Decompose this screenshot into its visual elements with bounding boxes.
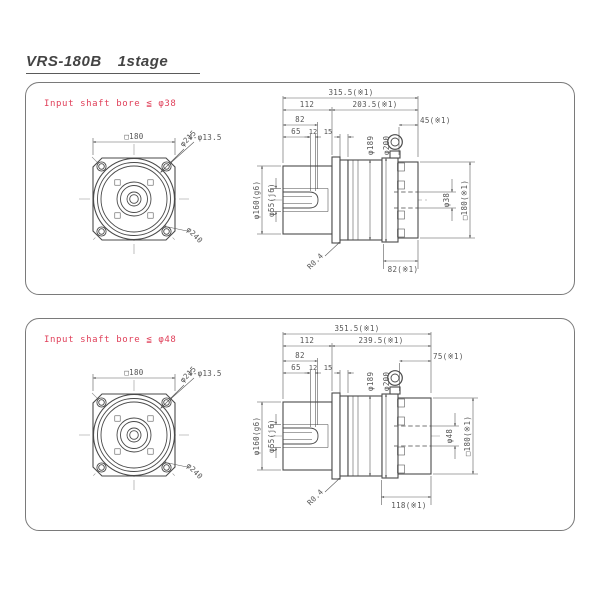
- side-view-1: 315.5(※1) 112 203.5(※1) 82 45(※1) 65 12 …: [252, 88, 475, 274]
- drawing-title: VRS-180B 1stage: [26, 53, 200, 74]
- dim-dia189: φ189: [366, 372, 375, 391]
- dim-12: 12: [309, 128, 317, 136]
- dim-bottom: 118(※1): [391, 501, 426, 510]
- dim-bottom: 82(※1): [388, 265, 419, 274]
- panel-1stage-bore38: Input shaft bore ≦ φ38: [25, 82, 575, 295]
- dim-82: 82: [295, 115, 305, 124]
- output-flange-tabs: [397, 398, 405, 474]
- model-name: VRS-180B: [26, 53, 102, 70]
- input-bore-note-1: Input shaft bore ≦ φ38: [44, 99, 176, 109]
- dim-dia55: φ55(j6): [267, 419, 276, 453]
- dim-112: 112: [300, 100, 314, 109]
- fillet-note: R0.4: [305, 251, 325, 271]
- dim-dia55: φ55(j6): [267, 183, 276, 217]
- dim-15: 15: [324, 128, 332, 136]
- dim-right-len: 203.5(※1): [352, 100, 397, 109]
- stage-label: 1stage: [117, 53, 169, 70]
- dim-65: 65: [291, 127, 301, 136]
- dim-dia189: φ189: [366, 136, 375, 155]
- input-bore-note-2: Input shaft bore ≦ φ48: [44, 335, 176, 345]
- dim-bore: φ48: [445, 429, 454, 444]
- drawing-2: Input shaft bore ≦ φ48: [44, 324, 478, 510]
- eyebolt: [387, 370, 403, 395]
- dim-flange-sq: □180(※1): [463, 416, 472, 456]
- dim-flange-sq: □180(※1): [460, 180, 469, 220]
- side-view-2: 351.5(※1) 112 239.5(※1) 82 75(※1) 65 12 …: [252, 324, 478, 510]
- panel-1stage-bore48: Input shaft bore ≦ φ48: [25, 318, 575, 531]
- dim-end: 75(※1): [433, 352, 464, 361]
- dim-dia160: φ160(g6): [252, 181, 261, 220]
- dim-total: 351.5(※1): [334, 324, 379, 333]
- dim-82: 82: [295, 351, 305, 360]
- dim-total: 315.5(※1): [328, 88, 373, 97]
- dim-dia200: φ200: [382, 136, 391, 155]
- dim-65: 65: [291, 363, 301, 372]
- eyebolt: [387, 134, 403, 159]
- input-shaft-slot: [283, 427, 319, 445]
- dim-12: 12: [309, 364, 317, 372]
- dim-dia200: φ200: [382, 372, 391, 391]
- dim-dia160: φ160(g6): [252, 417, 261, 456]
- dim-bore: φ38: [442, 193, 451, 208]
- dim-end: 45(※1): [420, 116, 451, 125]
- dim-112: 112: [300, 336, 314, 345]
- fillet-note: R0.4: [305, 487, 325, 507]
- dim-15: 15: [324, 364, 332, 372]
- drawing-1: Input shaft bore ≦ φ38: [44, 88, 475, 274]
- input-shaft-slot: [283, 191, 319, 209]
- output-flange-tabs: [397, 162, 405, 238]
- dim-right-len: 239.5(※1): [358, 336, 403, 345]
